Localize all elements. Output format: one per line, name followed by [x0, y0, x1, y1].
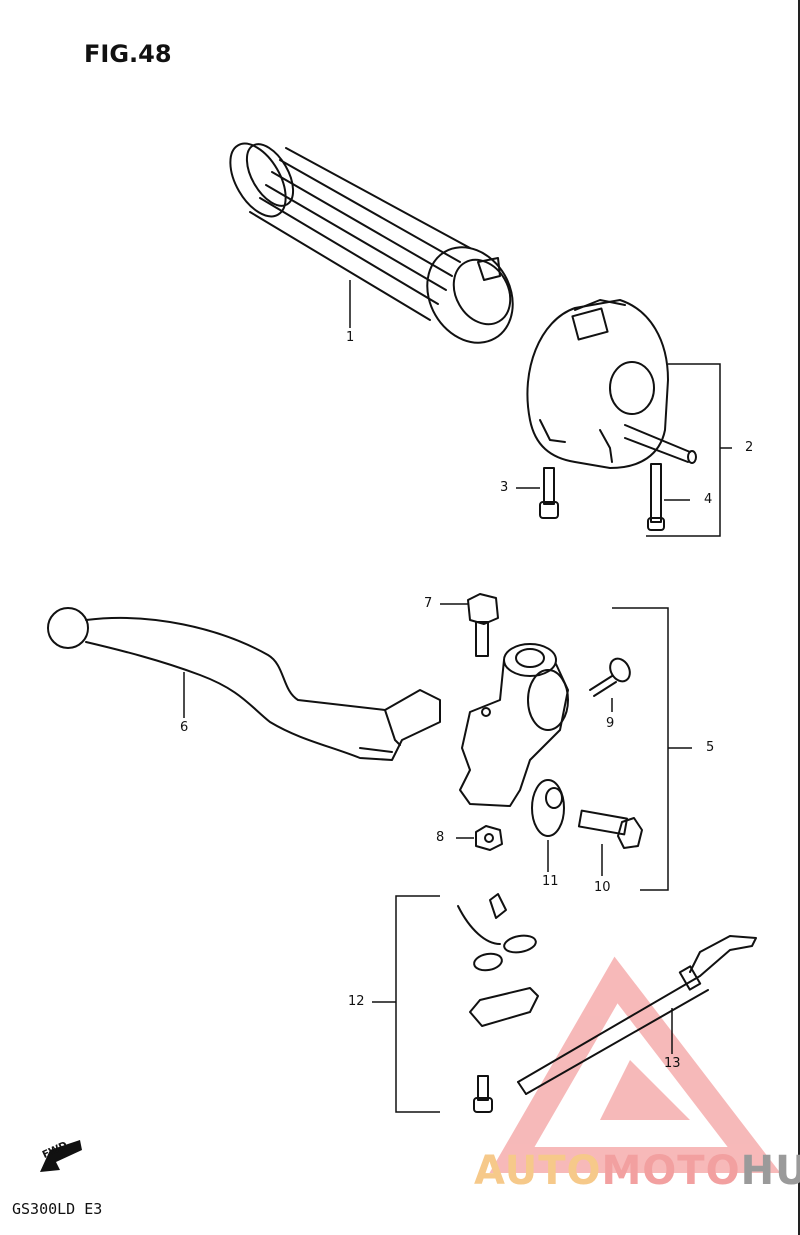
switch-set	[457, 893, 539, 1113]
watermark-triangle-icon	[489, 956, 781, 1173]
callout-1: 1	[346, 330, 355, 345]
figure-title: FIG.48	[84, 40, 172, 68]
callout-7: 7	[424, 596, 433, 611]
model-code: GS300LD E3	[12, 1200, 103, 1218]
callout-13: 13	[664, 1056, 681, 1071]
callout-4: 4	[704, 492, 713, 507]
lever-holder	[459, 643, 569, 807]
callout-10: 10	[594, 880, 611, 895]
lever	[47, 607, 441, 761]
switch-housing	[526, 299, 697, 469]
screw-4	[647, 463, 665, 531]
callout-5: 5	[706, 740, 715, 755]
watermark-part-3: HUB	[740, 1148, 800, 1194]
callout-3: 3	[500, 480, 509, 495]
pivot-bolt	[467, 593, 499, 657]
callout-9: 9	[606, 716, 615, 731]
collar	[531, 779, 565, 837]
nut	[475, 825, 503, 851]
callout-12: 12	[348, 994, 365, 1009]
grip	[229, 142, 514, 344]
bolt-10	[577, 809, 643, 849]
cable	[517, 935, 757, 1095]
callout-8: 8	[436, 830, 445, 845]
fwd-arrow-icon	[40, 1140, 82, 1172]
watermark-part-1: AUTO	[474, 1148, 602, 1194]
callout-6: 6	[180, 720, 189, 735]
callout-11: 11	[542, 874, 559, 889]
watermark-part-2: MOTO	[601, 1148, 741, 1194]
screw-3	[539, 467, 559, 519]
watermark-text: AUTOMOTOHUB	[474, 1148, 800, 1194]
callout-2: 2	[745, 440, 754, 455]
screw-9	[589, 657, 631, 697]
